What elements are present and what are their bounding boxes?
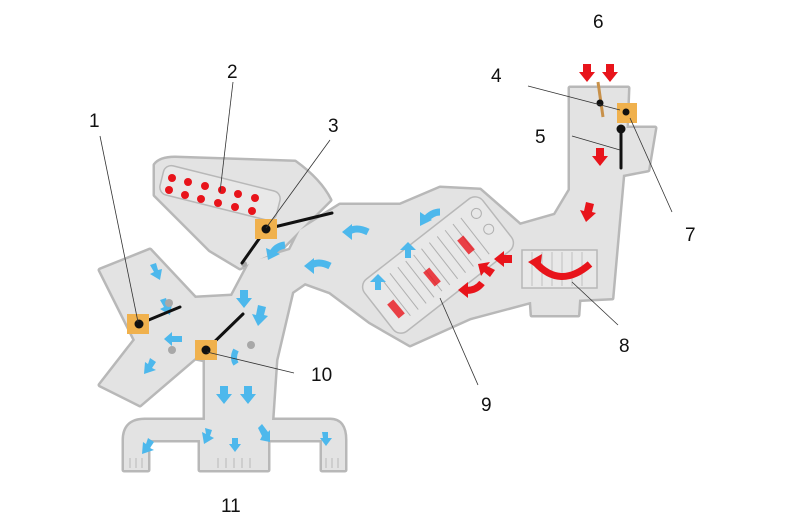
label-6: 6 <box>593 12 604 33</box>
callout-labels: 1 2 3 4 5 6 7 8 9 10 11 <box>89 12 696 517</box>
actuators <box>127 103 637 360</box>
label-5: 5 <box>535 127 546 148</box>
label-8: 8 <box>619 336 630 357</box>
label-11: 11 <box>221 496 241 517</box>
cold-air-arrows <box>142 208 441 454</box>
pivot-points <box>165 261 255 354</box>
outlet-grilles <box>129 458 339 468</box>
label-7: 7 <box>685 225 696 246</box>
blower <box>521 249 598 289</box>
label-2: 2 <box>227 62 238 83</box>
evaporator-gradient-arrows <box>387 235 475 319</box>
label-10: 10 <box>311 365 332 386</box>
label-3: 3 <box>328 116 339 137</box>
heater-core <box>159 164 281 222</box>
label-1: 1 <box>89 111 100 132</box>
hot-air-arrows <box>458 64 618 298</box>
label-4: 4 <box>491 66 502 87</box>
evaporator <box>361 196 515 334</box>
leader-lines <box>99 81 673 386</box>
recirculation-flap <box>596 81 605 118</box>
label-9: 9 <box>481 395 492 416</box>
